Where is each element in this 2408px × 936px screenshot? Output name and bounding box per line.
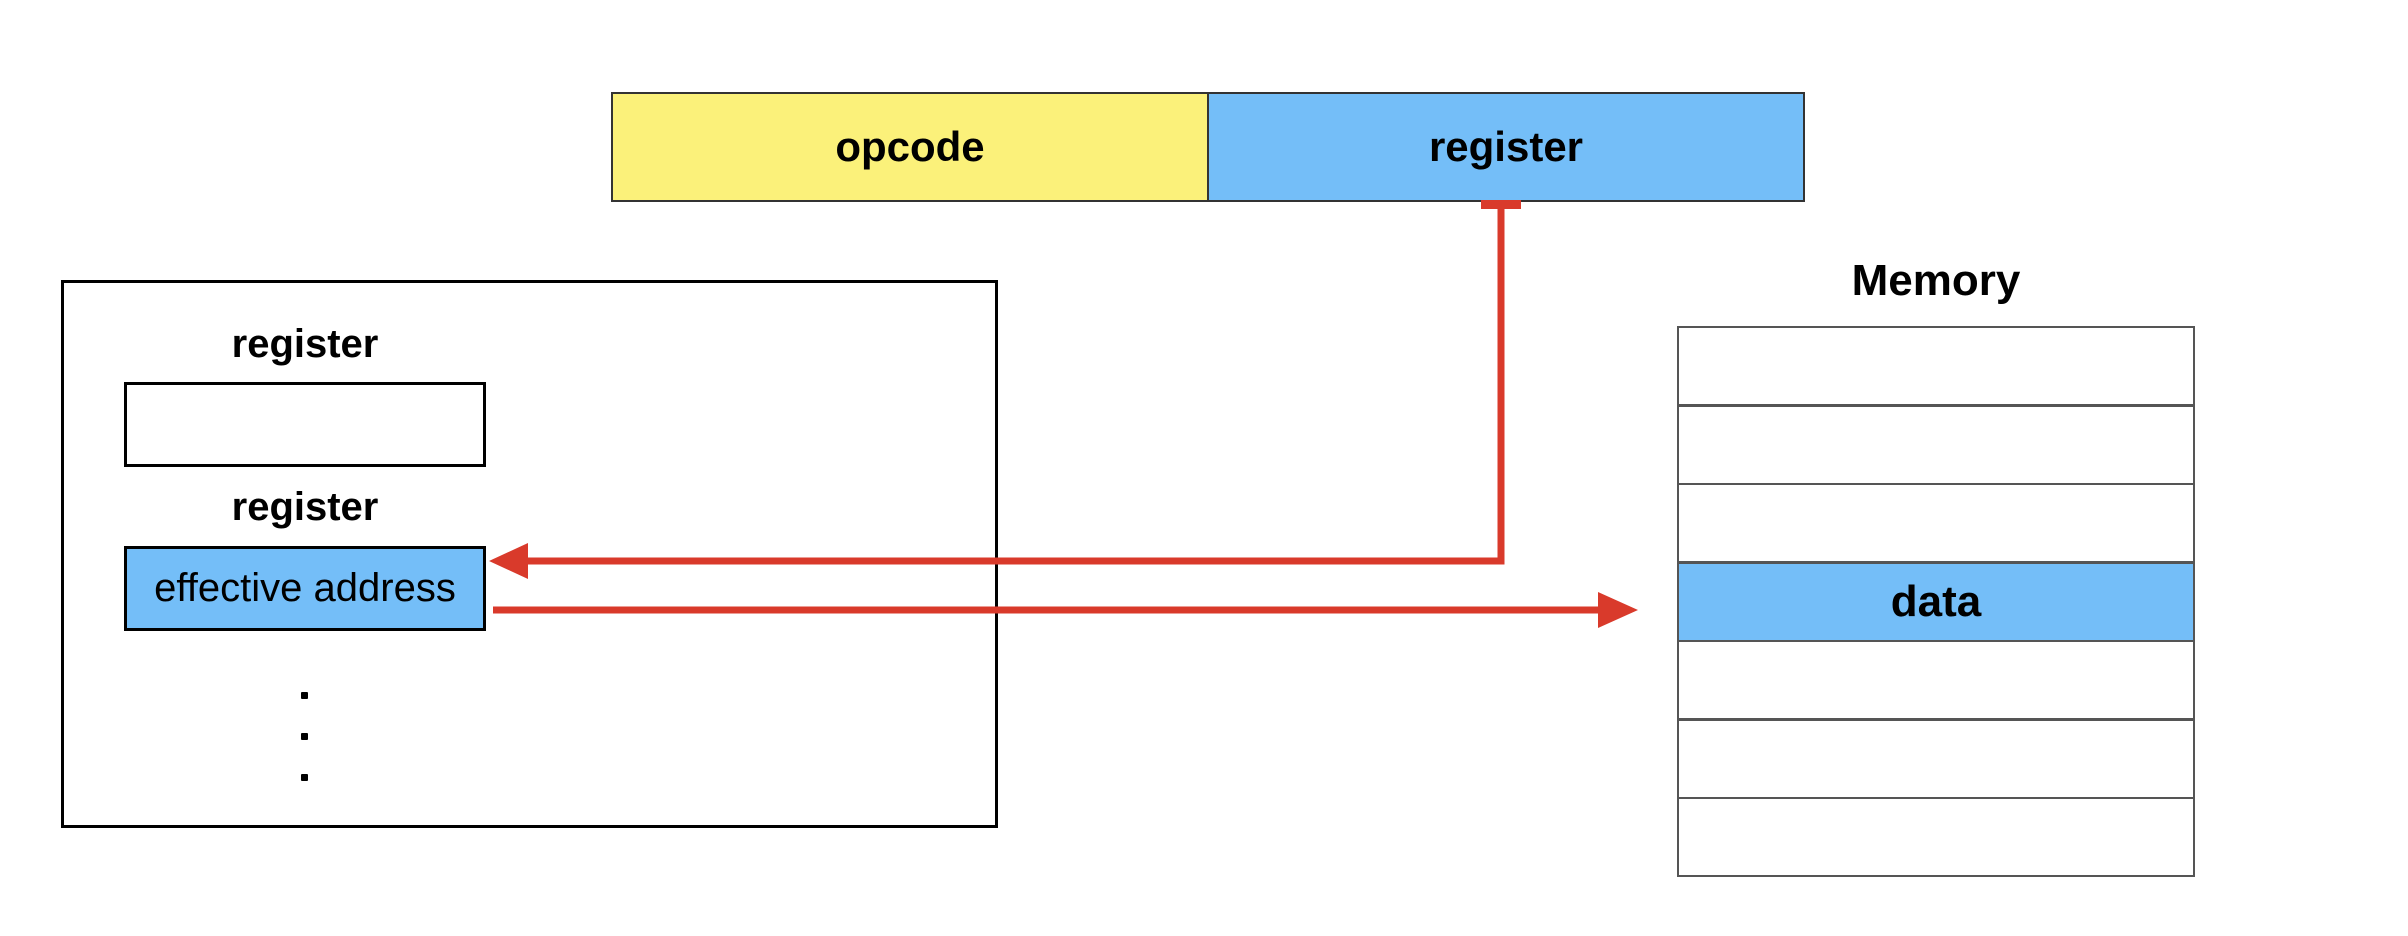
arrow-path <box>520 205 1505 565</box>
register-box-effective-address: effective address <box>124 546 486 631</box>
memory-cell <box>1677 719 2195 799</box>
effective-address-label: effective address <box>154 566 456 610</box>
memory-cell <box>1677 797 2195 877</box>
arrow-head <box>489 543 528 579</box>
instruction-register-label: register <box>1428 123 1584 170</box>
opcode-label: opcode <box>835 123 985 170</box>
register-label-bottom: register <box>231 485 379 529</box>
register-file <box>61 280 998 828</box>
ellipsis-dot <box>301 733 308 740</box>
register-to-effective-address-arrow <box>489 200 1521 579</box>
register-label-top: register <box>231 322 379 366</box>
arrow-head <box>1598 592 1638 628</box>
memory-column: data <box>1677 326 2195 877</box>
ellipsis-dot <box>301 774 308 781</box>
arrow-tail-cap <box>1481 200 1521 209</box>
memory-cell <box>1677 640 2195 720</box>
opcode-field: opcode <box>611 92 1208 202</box>
ellipsis-dot <box>301 692 308 699</box>
memory-cell <box>1677 326 2195 406</box>
memory-cell-label: data <box>1890 577 1982 626</box>
register-box-empty <box>124 382 486 467</box>
memory-title: Memory <box>1851 256 2021 305</box>
memory-cell <box>1677 483 2195 563</box>
effective-address-to-data-arrow <box>493 592 1638 628</box>
memory-cell-data: data <box>1677 562 2195 642</box>
